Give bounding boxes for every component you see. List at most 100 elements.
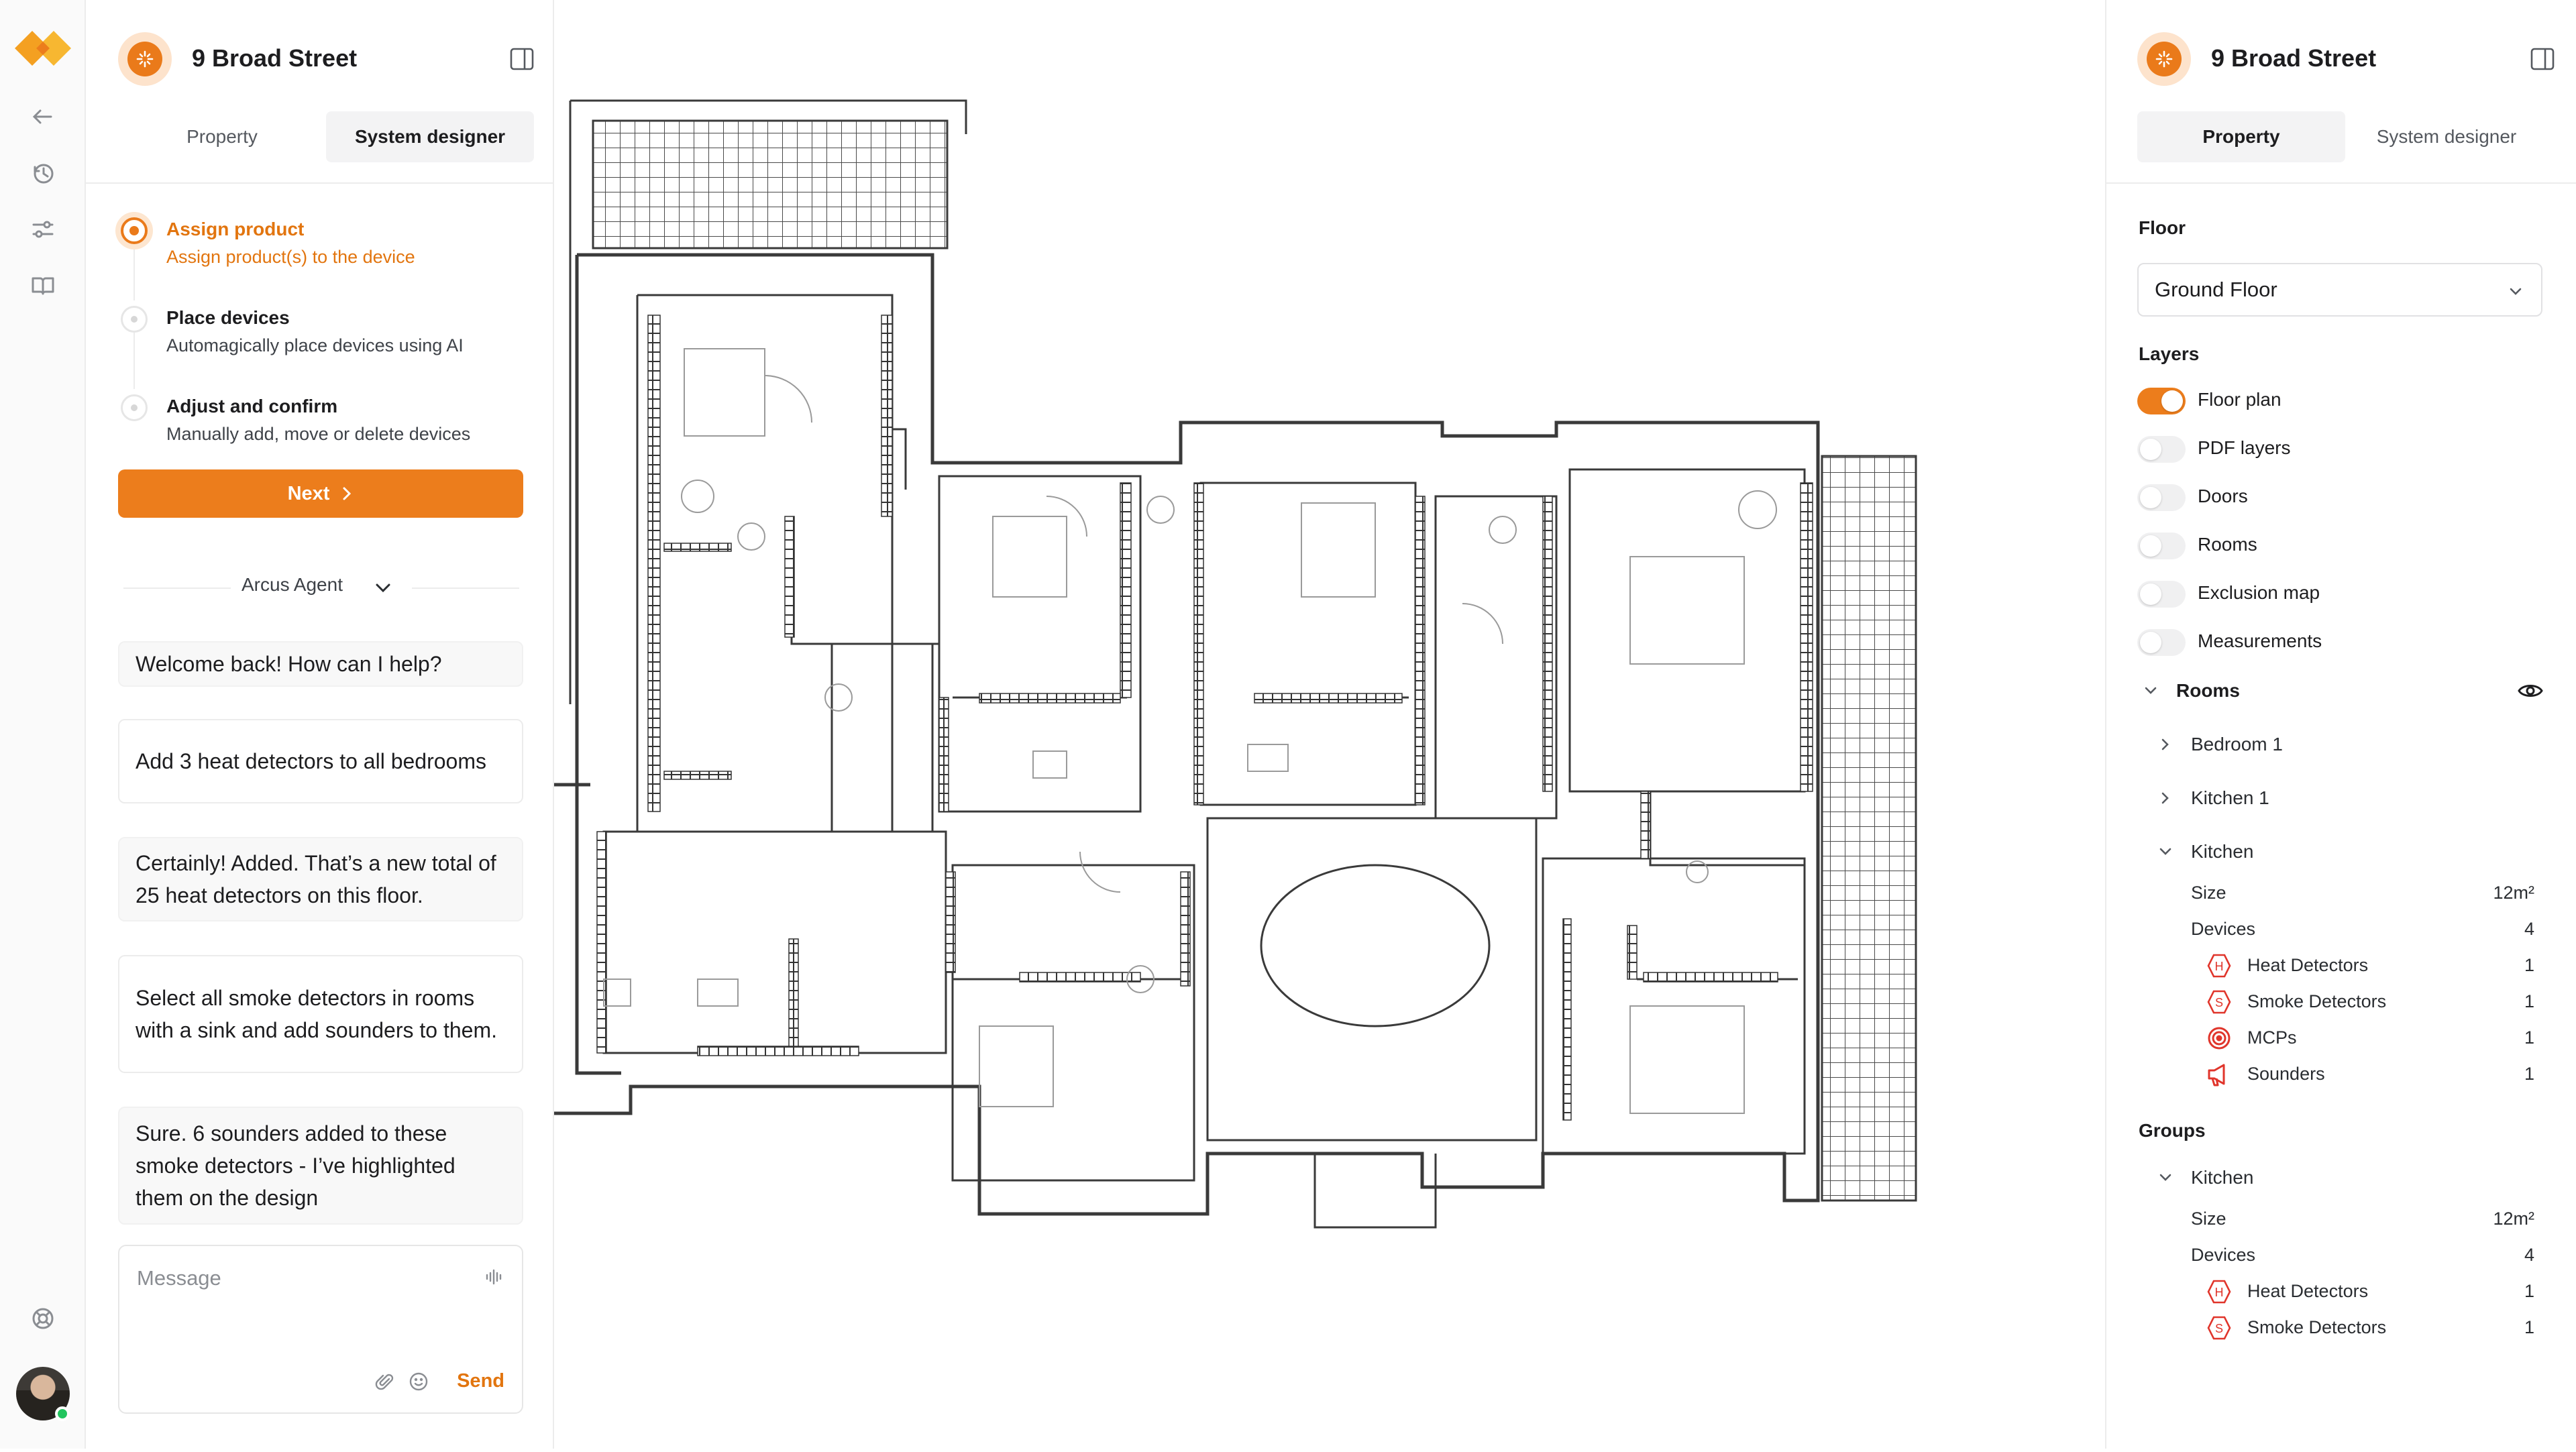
- chevron-down-icon[interactable]: [2156, 1168, 2175, 1187]
- chevron-right-icon[interactable]: [2156, 789, 2175, 807]
- size-value: 12m²: [2493, 1209, 2534, 1229]
- toggle-rooms[interactable]: [2137, 533, 2186, 559]
- chat-message-user: Add 3 heat detectors to all bedrooms: [118, 719, 523, 803]
- room-item[interactable]: Kitchen 1: [2191, 787, 2269, 808]
- device-label: Heat Detectors: [2247, 1281, 2369, 1301]
- send-button[interactable]: Send: [457, 1370, 504, 1392]
- paperclip-icon[interactable]: [374, 1371, 396, 1392]
- device-count: 1: [2524, 1027, 2534, 1048]
- step-subtitle: Assign product(s) to the device: [166, 247, 415, 267]
- device-count: 1: [2524, 1281, 2534, 1301]
- rooms-label[interactable]: Rooms: [2176, 680, 2240, 701]
- tab-property[interactable]: Property: [186, 126, 258, 147]
- devices-label: Devices: [2191, 919, 2256, 939]
- device-label: Sounders: [2247, 1064, 2325, 1084]
- toggle-doors[interactable]: [2137, 484, 2186, 511]
- step-indicator: [121, 306, 148, 333]
- mcp-icon: [2208, 1027, 2231, 1050]
- step-subtitle: Manually add, move or delete devices: [166, 424, 471, 444]
- divider: [123, 588, 231, 589]
- heat-detector-icon: H: [2207, 1280, 2231, 1304]
- agent-selector[interactable]: Arcus Agent: [123, 574, 519, 601]
- step-subtitle: Automagically place devices using AI: [166, 335, 464, 355]
- toggle-measurements[interactable]: [2137, 629, 2186, 656]
- layer-label: Doors: [2198, 486, 2248, 506]
- left-tabs: Property System designer: [118, 111, 539, 162]
- app-logo-icon[interactable]: [12, 27, 74, 70]
- step-title[interactable]: Adjust and confirm: [166, 396, 338, 416]
- sparkle-icon: [136, 50, 154, 68]
- chevron-down-icon[interactable]: [2156, 842, 2175, 861]
- device-label: Smoke Detectors: [2247, 1317, 2387, 1337]
- back-arrow-icon[interactable]: [30, 103, 56, 130]
- step-connector: [133, 244, 135, 300]
- devices-value: 4: [2524, 919, 2534, 939]
- tab-system-designer[interactable]: System designer: [326, 111, 534, 162]
- divider: [2106, 182, 2576, 184]
- layers-label: Layers: [2139, 343, 2200, 364]
- message-placeholder: Message: [137, 1266, 221, 1290]
- chevron-down-icon: [376, 583, 390, 593]
- project-badge: [118, 32, 172, 86]
- size-label: Size: [2191, 1209, 2226, 1229]
- chevron-down-icon: [2510, 288, 2522, 295]
- collapse-panel-icon[interactable]: [2529, 46, 2556, 72]
- devices-label: Devices: [2191, 1245, 2256, 1265]
- divider: [86, 182, 554, 184]
- app-rail: [0, 0, 86, 1449]
- emoji-icon[interactable]: [408, 1371, 429, 1392]
- message-input[interactable]: Message Send: [118, 1245, 523, 1414]
- next-button[interactable]: Next: [118, 469, 523, 518]
- room-item[interactable]: Kitchen: [2191, 841, 2254, 862]
- floor-select[interactable]: Ground Floor: [2137, 263, 2542, 317]
- collapse-panel-icon[interactable]: [508, 46, 535, 72]
- device-label: Heat Detectors: [2247, 955, 2369, 975]
- svg-text:S: S: [2215, 1322, 2223, 1335]
- chat-message-agent: Certainly! Added. That’s a new total of …: [118, 837, 523, 922]
- groups-label: Groups: [2139, 1120, 2206, 1141]
- smoke-detector-icon: S: [2207, 990, 2231, 1014]
- voice-waveform-icon[interactable]: [483, 1266, 504, 1288]
- step-title[interactable]: Place devices: [166, 307, 290, 328]
- right-tabs: Property System designer: [2137, 111, 2548, 162]
- tab-property[interactable]: Property: [2137, 111, 2345, 162]
- svg-text:S: S: [2215, 996, 2223, 1009]
- toggle-exclusion-map[interactable]: [2137, 581, 2186, 608]
- step-indicator: [121, 394, 148, 421]
- device-count: 1: [2524, 1064, 2534, 1084]
- toggle-pdf-layers[interactable]: [2137, 436, 2186, 463]
- eye-icon[interactable]: [2517, 679, 2544, 703]
- floor-label: Floor: [2139, 217, 2186, 238]
- layer-label: Measurements: [2198, 630, 2322, 651]
- toggle-floor-plan[interactable]: [2137, 388, 2186, 414]
- sparkle-icon: [2155, 50, 2173, 68]
- svg-text:H: H: [2215, 1286, 2224, 1299]
- help-icon[interactable]: [30, 1305, 56, 1332]
- sounder-icon: [2208, 1064, 2225, 1086]
- group-item[interactable]: Kitchen: [2191, 1167, 2254, 1188]
- tab-system-designer[interactable]: System designer: [2376, 126, 2517, 147]
- devices-value: 4: [2524, 1245, 2534, 1265]
- chevron-down-icon[interactable]: [2141, 681, 2160, 700]
- room-item[interactable]: Bedroom 1: [2191, 734, 2283, 755]
- online-status-indicator: [55, 1406, 70, 1421]
- floor-select-value: Ground Floor: [2155, 278, 2277, 301]
- chat-message-agent: Sure. 6 sounders added to these smoke de…: [118, 1107, 523, 1225]
- book-icon[interactable]: [30, 272, 56, 299]
- next-button-label: Next: [287, 482, 330, 504]
- device-count: 1: [2524, 1317, 2534, 1337]
- project-title: 9 Broad Street: [2211, 44, 2377, 72]
- smoke-detector-icon: S: [2207, 1316, 2231, 1340]
- chevron-right-icon: [343, 487, 352, 500]
- step-title[interactable]: Assign product: [166, 219, 305, 239]
- property-panel: [2105, 0, 2576, 1449]
- sliders-icon[interactable]: [30, 216, 56, 243]
- chevron-right-icon[interactable]: [2156, 735, 2175, 754]
- history-icon[interactable]: [30, 160, 56, 186]
- layer-label: Rooms: [2198, 534, 2257, 555]
- chat-message-user: Select all smoke detectors in rooms with…: [118, 955, 523, 1073]
- step-indicator-current: [121, 217, 148, 244]
- heat-detector-icon: H: [2207, 954, 2231, 978]
- floor-plan-canvas[interactable]: [554, 0, 2105, 1449]
- project-badge: [2137, 32, 2191, 86]
